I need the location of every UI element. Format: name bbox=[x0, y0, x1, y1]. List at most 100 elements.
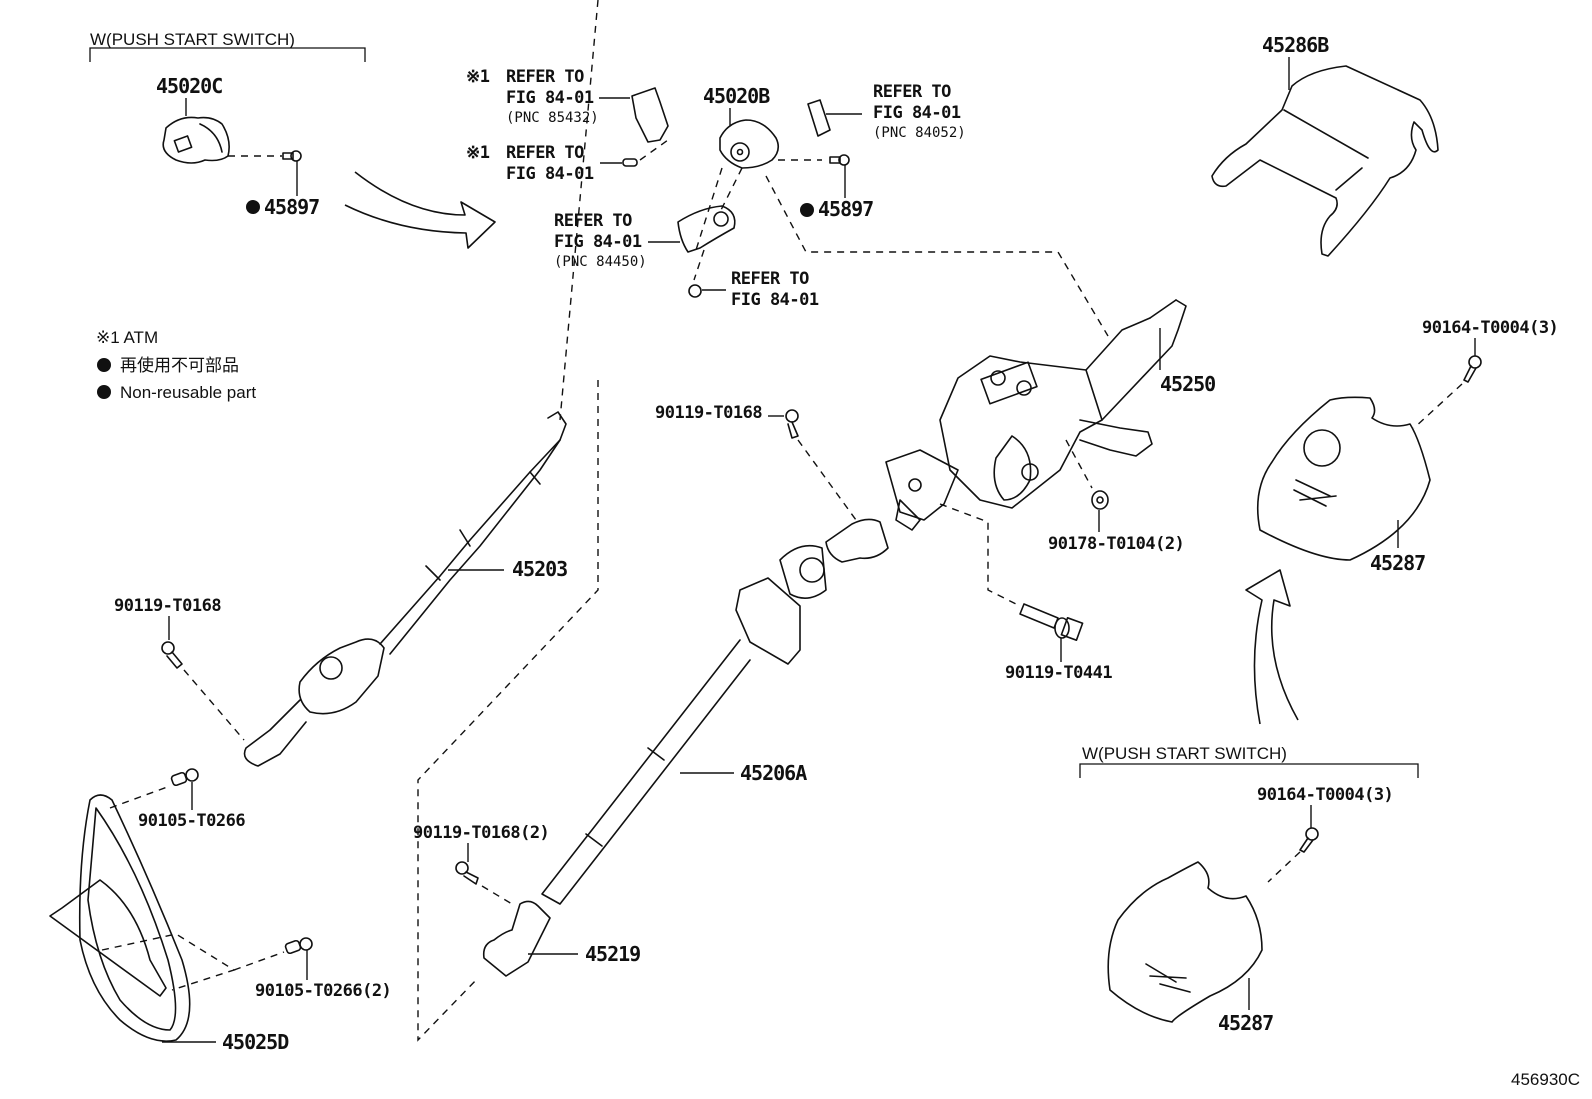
tilt-pivot bbox=[1021, 463, 1039, 481]
callout-90119-T0441: 90119-T0441 bbox=[1005, 663, 1112, 683]
cover-edge bbox=[1283, 109, 1369, 159]
reference-fig-84-01-pnc-84052[interactable]: REFER TO FIG 84-01 (PNC 84052) bbox=[807, 82, 966, 141]
joint-pin bbox=[319, 656, 343, 680]
cover-keyhole-ring bbox=[1303, 429, 1341, 467]
callout-45897-center: 45897 bbox=[818, 197, 873, 221]
dashed-assembly-line bbox=[481, 885, 513, 905]
part-90119-T0168-bolt-x2[interactable]: 90119-T0168(2) bbox=[413, 823, 550, 885]
dashed-assembly-line bbox=[939, 503, 1021, 607]
dashed-assembly-line bbox=[1065, 439, 1093, 489]
bolt-head bbox=[299, 937, 313, 951]
legend-item-japanese: 再使用不可部品 bbox=[120, 355, 239, 375]
dashed-assembly-line bbox=[559, 0, 599, 421]
ref-line1: REFER TO bbox=[554, 211, 632, 231]
screw-shank bbox=[829, 156, 841, 164]
part-90164-T0004-screw-upper[interactable]: 90164-T0004(3) bbox=[1422, 318, 1559, 383]
ref-pnc: (PNC 84052) bbox=[873, 125, 966, 141]
reference-fig-84-01-screw[interactable]: ※1 REFER TO FIG 84-01 bbox=[466, 139, 669, 184]
part-45250-steering-column[interactable]: 45250 bbox=[885, 299, 1216, 531]
shaft-upper-edge bbox=[379, 411, 567, 645]
ref-line1: REFER TO bbox=[506, 143, 584, 163]
bolt-head bbox=[161, 641, 175, 655]
ignition-switch-housing-drawing bbox=[162, 116, 230, 164]
reference-fig-84-01-lower-screw[interactable]: REFER TO FIG 84-01 bbox=[688, 269, 819, 310]
bolt-head bbox=[785, 409, 799, 423]
non-reusable-bullet-icon bbox=[800, 203, 814, 217]
column-upper-tube bbox=[1101, 299, 1187, 421]
figure-code: 456930C bbox=[1511, 1070, 1580, 1089]
part-90119-T0168-bolt-left[interactable]: 90119-T0168 bbox=[114, 596, 222, 669]
hole-cover-outer bbox=[78, 794, 191, 1042]
bolt-head bbox=[455, 861, 469, 875]
callout-90119-T0168-x2: 90119-T0168(2) bbox=[413, 823, 549, 843]
part-90105-T0266-bolt-x2[interactable]: 90105-T0266(2) bbox=[255, 937, 392, 1001]
bracket-hole bbox=[1016, 380, 1032, 396]
part-45203-lower-shaft[interactable]: 45203 bbox=[243, 411, 568, 767]
bolt-shank bbox=[787, 421, 799, 439]
ref-line1: REFER TO bbox=[506, 67, 584, 87]
upper-cover-drawing bbox=[1211, 65, 1439, 257]
lower-bracket-drawing bbox=[885, 449, 959, 521]
shaft-lower-edge bbox=[389, 439, 561, 655]
part-45025D-column-hole-cover[interactable]: 45025D bbox=[49, 794, 290, 1054]
callout-45020C: 45020C bbox=[156, 74, 222, 98]
callout-45287-upper: 45287 bbox=[1370, 551, 1425, 575]
part-90119-T0441-bolt[interactable]: 90119-T0441 bbox=[1005, 603, 1113, 683]
universal-joint bbox=[298, 638, 385, 715]
part-45219-yoke[interactable]: 45219 bbox=[482, 900, 641, 977]
part-90105-T0266-bolt[interactable]: 90105-T0266 bbox=[138, 768, 246, 831]
callout-90164-T0004-upper: 90164-T0004(3) bbox=[1422, 318, 1558, 338]
lower-cover-drawing bbox=[1256, 396, 1431, 561]
switch-rotor bbox=[730, 142, 750, 162]
bolt-head bbox=[185, 768, 199, 782]
callout-90119-T0168-left: 90119-T0168 bbox=[114, 596, 221, 616]
reference-fig-84-01-pnc-85432[interactable]: ※1 REFER TO FIG 84-01 (PNC 85432) bbox=[466, 67, 669, 143]
callout-90178-T0104: 90178-T0104(2) bbox=[1048, 534, 1184, 554]
column-bracket-drawing bbox=[939, 355, 1103, 509]
cover-texture bbox=[1145, 963, 1191, 993]
nut-hole bbox=[1096, 496, 1104, 504]
part-90119-T0168-bolt-center[interactable]: 90119-T0168 bbox=[655, 403, 799, 439]
screw-shank bbox=[1463, 365, 1477, 383]
screw-head bbox=[290, 150, 302, 162]
bolt-shank bbox=[170, 771, 188, 787]
callout-45206A: 45206A bbox=[740, 761, 807, 785]
nut-drawing bbox=[1091, 490, 1109, 510]
callout-90119-T0168-center: 90119-T0168 bbox=[655, 403, 762, 423]
part-45897-screw-left[interactable]: 45897 bbox=[246, 150, 320, 219]
group-bracket-bottom bbox=[1079, 763, 1419, 778]
reference-fig-84-01-pnc-84450[interactable]: REFER TO FIG 84-01 (PNC 84450) bbox=[554, 205, 736, 270]
part-90178-T0104-nut[interactable]: 90178-T0104(2) bbox=[1048, 490, 1185, 554]
callout-90105-T0266: 90105-T0266 bbox=[138, 811, 245, 831]
yoke-drawing bbox=[482, 900, 551, 977]
part-45897-screw-center[interactable]: 45897 bbox=[800, 154, 874, 221]
dashed-assembly-outline bbox=[417, 380, 599, 1042]
callout-45020B: 45020B bbox=[703, 84, 770, 108]
dashed-assembly-line bbox=[765, 175, 1109, 337]
legend: ※1 ATM 再使用不可部品 Non-reusable part bbox=[96, 328, 256, 402]
screw-drawing bbox=[688, 284, 702, 298]
lower-cover-drawing bbox=[1107, 861, 1263, 1023]
part-45287-lower-column-cover-lower[interactable]: 45287 bbox=[1107, 861, 1274, 1035]
screw-drawing bbox=[622, 158, 638, 167]
part-45020B[interactable]: 45020B bbox=[703, 84, 780, 169]
lower-yoke bbox=[243, 699, 307, 767]
bolt-shank bbox=[1019, 603, 1059, 629]
universal-joint bbox=[799, 557, 825, 583]
part-45206A-intermediate-shaft[interactable]: 45206A bbox=[541, 518, 889, 905]
part-90164-T0004-screw-lower[interactable]: 90164-T0004(3) bbox=[1257, 785, 1394, 853]
part-45020C[interactable]: 45020C bbox=[156, 74, 230, 164]
bolt-shank bbox=[284, 939, 302, 955]
ignition-switch-body-drawing bbox=[719, 119, 780, 169]
ref-line1: REFER TO bbox=[873, 82, 951, 102]
ref-line2: FIG 84-01 bbox=[506, 164, 594, 184]
callout-45897-left: 45897 bbox=[264, 195, 319, 219]
ref-line1: REFER TO bbox=[731, 269, 809, 289]
housing-window bbox=[173, 135, 193, 153]
assembly-direction-arrow-icon bbox=[344, 171, 496, 249]
part-45287-lower-column-cover-upper[interactable]: 45287 bbox=[1256, 396, 1431, 575]
bolt-washer bbox=[1054, 617, 1070, 639]
dashed-assembly-line bbox=[693, 249, 705, 281]
part-45286B-upper-column-cover[interactable]: 45286B bbox=[1211, 33, 1439, 257]
tilt-lever-drawing bbox=[1079, 419, 1153, 457]
